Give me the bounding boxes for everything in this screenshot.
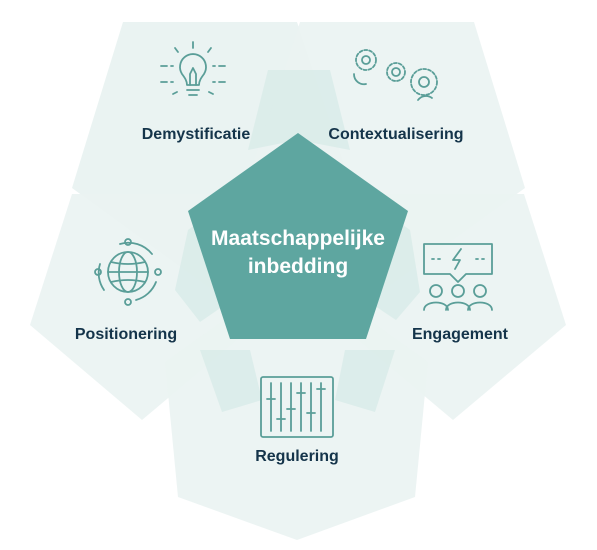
label-demystificatie: Demystificatie xyxy=(142,126,251,143)
overlap-bottom-left xyxy=(200,350,262,412)
label-positionering: Positionering xyxy=(75,326,177,343)
center-pentagon xyxy=(188,133,408,339)
overlap-top xyxy=(248,70,350,150)
label-contextualisering: Contextualisering xyxy=(328,126,463,143)
gears-icon xyxy=(353,49,438,101)
center-title-line2: inbedding xyxy=(248,255,348,278)
audience-speech-icon xyxy=(423,243,493,311)
sliders-panel-icon xyxy=(260,376,334,438)
center-title-line1: Maatschappelijke xyxy=(211,227,385,250)
overlap-bottom-right xyxy=(335,350,395,412)
lightbulb-icon xyxy=(160,41,226,96)
label-engagement: Engagement xyxy=(412,326,509,343)
globe-network-icon xyxy=(94,238,162,306)
label-regulering: Regulering xyxy=(255,448,339,465)
